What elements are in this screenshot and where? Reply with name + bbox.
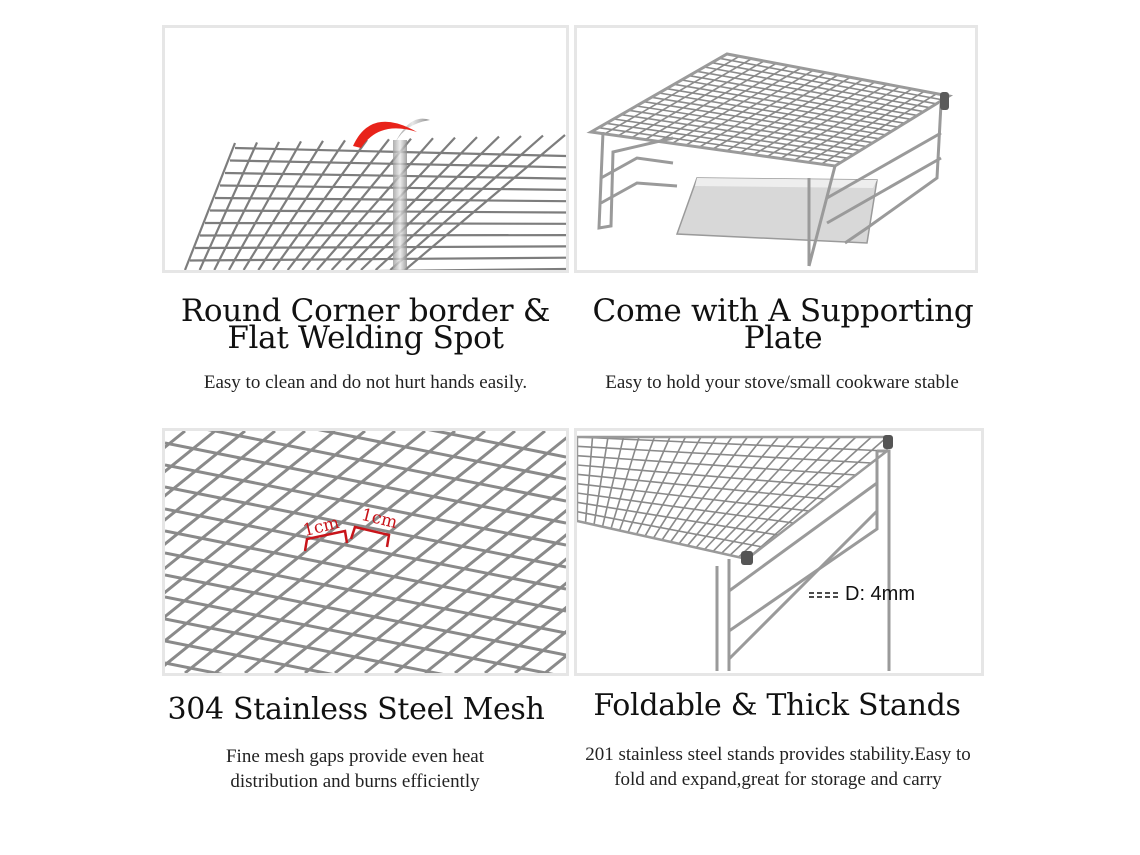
wire [577, 436, 888, 452]
wire [165, 507, 566, 591]
feature-title-round-corner: Round Corner border & Flat Welding Spot [180, 293, 551, 356]
feature-image-stand: D: 4mm [574, 428, 984, 676]
wire [165, 617, 444, 673]
wire [703, 436, 811, 551]
wire [821, 92, 938, 165]
wire [189, 256, 566, 262]
gap-bracket-right [349, 525, 391, 548]
wire [165, 431, 396, 619]
wire [364, 508, 566, 673]
wire [165, 431, 306, 546]
feature-desc-round-corner: Easy to clean and do not hurt hands easi… [203, 372, 528, 393]
wire [584, 436, 594, 523]
diameter-marker [809, 592, 839, 598]
feature-desc-stands: 201 stainless steel stands provides stab… [585, 744, 971, 790]
wire [165, 485, 566, 569]
gap-bracket-left [303, 529, 349, 552]
wire [577, 510, 763, 548]
wire [593, 436, 609, 525]
wire [165, 551, 566, 635]
wire [577, 482, 810, 512]
rack-corner-illustration [183, 118, 566, 270]
rack-plate-illustration [586, 52, 954, 267]
wire [577, 501, 779, 536]
wire [577, 454, 856, 476]
wire [627, 436, 671, 533]
wire [577, 492, 794, 524]
diameter-label: D: 4mm [845, 583, 915, 605]
feature-image-round-corner [162, 25, 569, 273]
wire [365, 267, 566, 270]
wire [807, 90, 925, 163]
wire [577, 473, 825, 500]
feature-title-mesh: 304 Stainless Steel Mesh [167, 692, 545, 727]
wire [610, 436, 640, 529]
wire [304, 460, 566, 673]
wire [165, 441, 566, 525]
wire [484, 605, 566, 673]
red-arrow-icon [353, 121, 417, 148]
wire [454, 581, 566, 673]
wire [183, 142, 237, 270]
wire [165, 431, 366, 595]
wire [165, 431, 336, 571]
wire [428, 431, 566, 459]
wire [165, 463, 566, 547]
wire [204, 221, 566, 225]
wire [165, 431, 276, 522]
wire [695, 436, 795, 549]
wire [165, 529, 566, 613]
wire [719, 57, 943, 101]
feature-image-mesh: 1cm 1cm [162, 428, 569, 676]
wire [165, 573, 566, 657]
mesh-illustration [165, 431, 566, 673]
wire [214, 196, 566, 203]
wire [577, 464, 841, 488]
wire [686, 436, 780, 547]
wire [544, 654, 566, 673]
wire [635, 436, 687, 535]
wire [317, 431, 566, 481]
wire [214, 431, 516, 673]
wire [711, 61, 937, 105]
wire [394, 533, 566, 673]
feature-desc-supporting-plate: Easy to hold your stove/small cookware s… [605, 372, 959, 393]
feature-desc-mesh: Fine mesh gaps provide even heat distrib… [225, 746, 484, 792]
feature-image-supporting-plate [574, 25, 978, 273]
feature-title-supporting-plate: Come with A Supporting Plate [592, 293, 974, 356]
wire [793, 88, 913, 162]
wire [207, 431, 566, 503]
wire [244, 431, 546, 673]
wire [424, 557, 566, 673]
wire [165, 431, 456, 667]
wire [577, 445, 872, 464]
wire [165, 639, 334, 673]
wire [194, 245, 566, 250]
stand-illustration [577, 435, 893, 671]
wire [678, 436, 764, 545]
wire [601, 436, 625, 527]
wire [165, 595, 554, 673]
wire [209, 209, 566, 214]
wire [618, 436, 656, 531]
wire [272, 139, 368, 270]
feature-title-stands: Foldable & Thick Stands [593, 688, 961, 723]
